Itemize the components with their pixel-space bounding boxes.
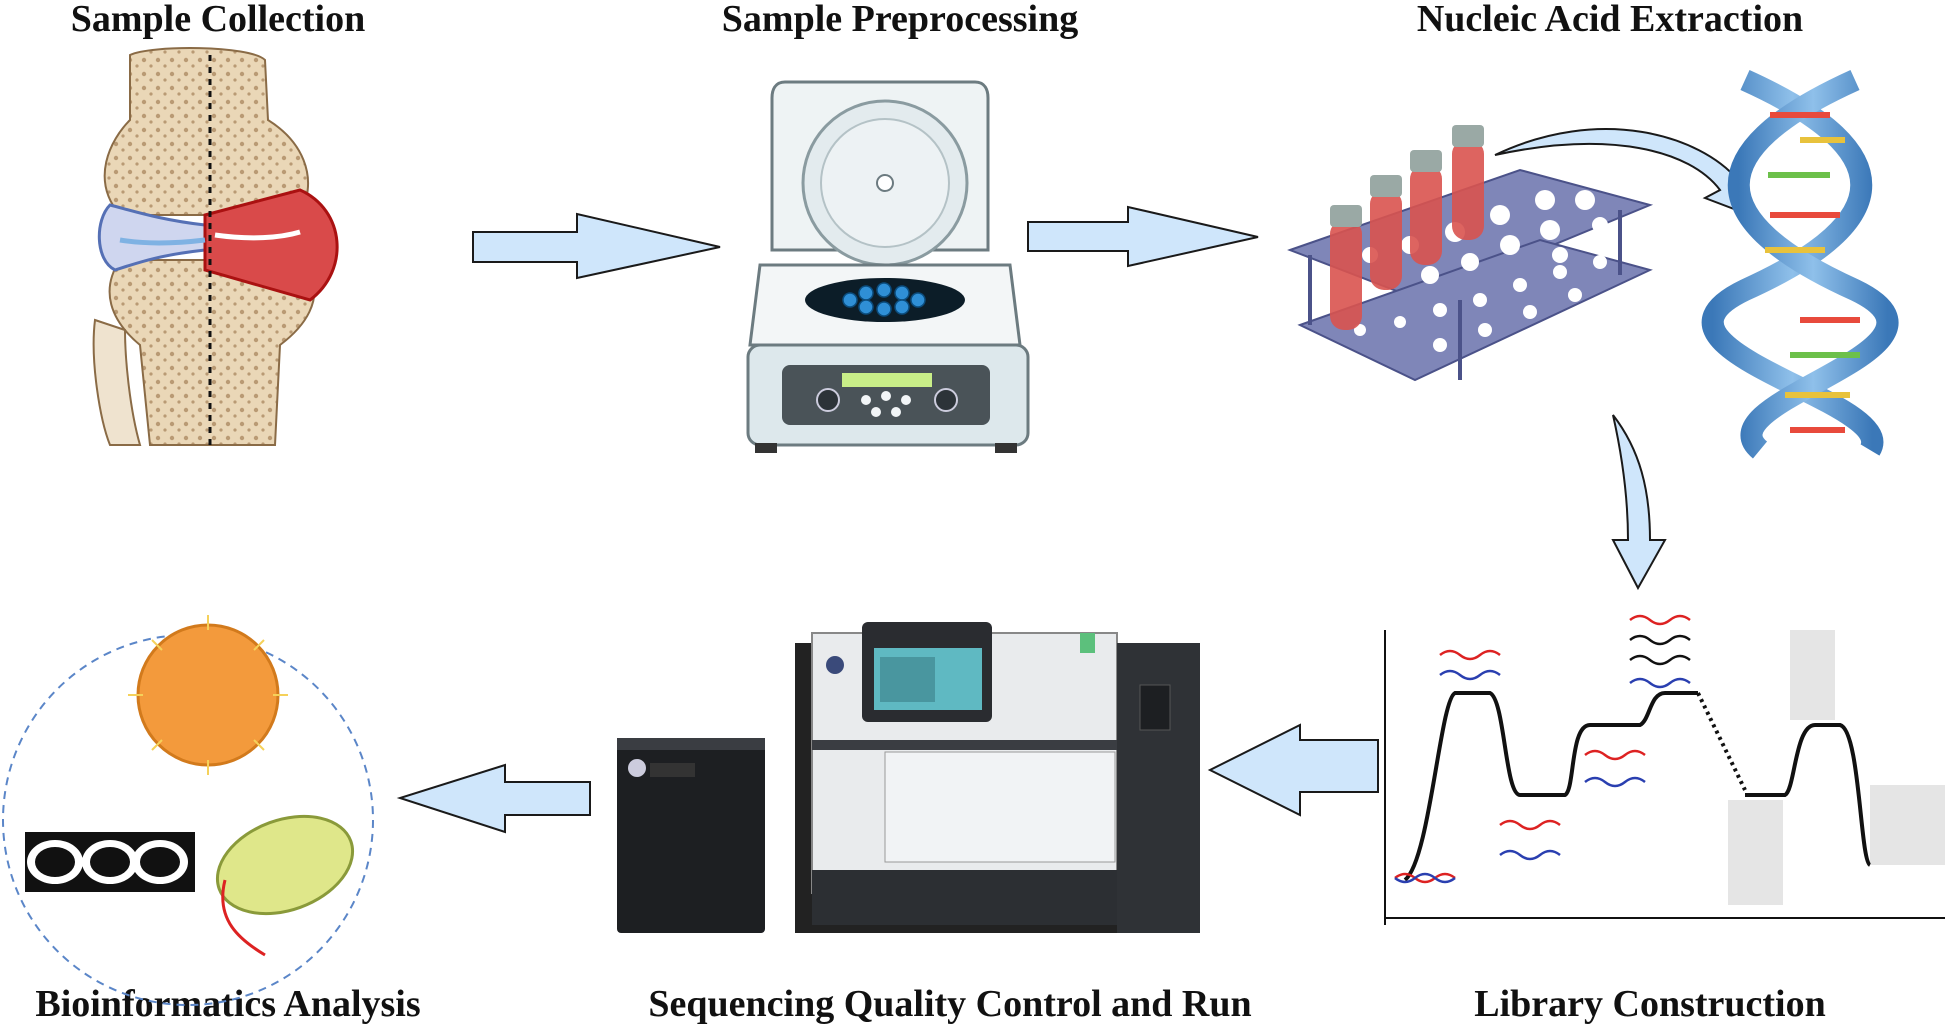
- library-construction-diagram: [1384, 614, 1945, 925]
- flow-arrow-5: [1207, 723, 1379, 817]
- bioinformatics-illustration: [2, 615, 374, 1006]
- step-label-sample-preprocessing: Sample Preprocessing: [721, 0, 1079, 40]
- step-label-bioinformatics-analysis: Bioinformatics Analysis: [35, 983, 421, 1025]
- step-label-library-construction: Library Construction: [1474, 983, 1826, 1025]
- step-label-sample-collection: Sample Collection: [70, 0, 366, 40]
- flow-arrow-6: [396, 763, 591, 834]
- dna-helix-illustration: [1701, 69, 1949, 459]
- flow-arrow-4: [1611, 414, 1667, 591]
- test-tube-rack-illustration: [1287, 125, 1654, 382]
- knee-joint-illustration: [92, 47, 339, 450]
- sequencer-illustration: [617, 622, 1200, 933]
- step-label-sequencing-run: Sequencing Quality Control and Run: [648, 983, 1252, 1025]
- flow-arrow-2: [1027, 205, 1259, 268]
- step-label-nucleic-acid-extraction: Nucleic Acid Extraction: [1416, 0, 1804, 40]
- flow-arrow-1: [472, 212, 721, 280]
- centrifuge-illustration: [746, 80, 1030, 453]
